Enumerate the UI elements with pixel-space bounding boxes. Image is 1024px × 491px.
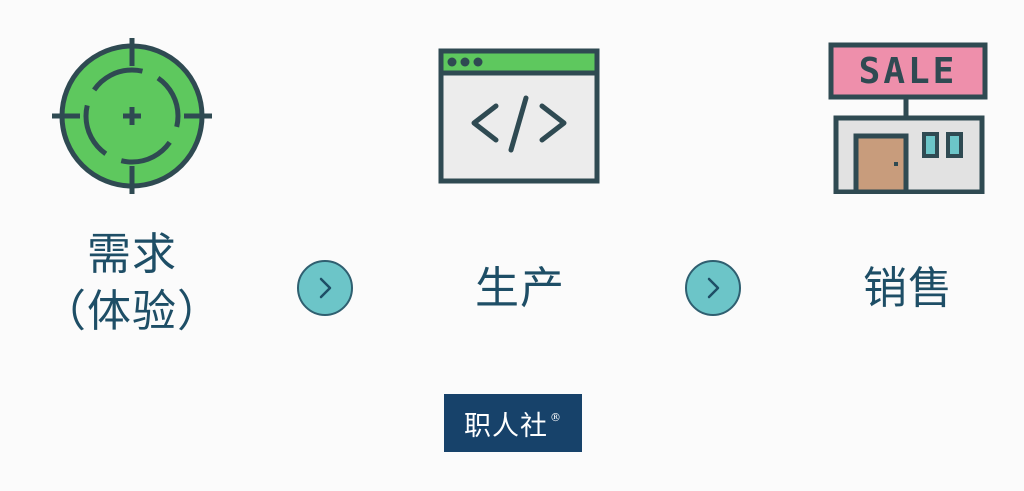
stage-production-title: 生产 — [475, 263, 565, 314]
next-arrow-button-1[interactable] — [297, 260, 353, 316]
stage-production-label: 生产 — [420, 260, 620, 317]
stage-demand-title: 需求 — [87, 229, 177, 280]
registered-mark: ® — [550, 410, 562, 424]
stage-demand-label: 需求 （体验） — [40, 226, 224, 340]
next-arrow-button-2[interactable] — [685, 260, 741, 316]
zhirenshe-logo: 职人社® — [444, 394, 582, 452]
sale-sign-text: SALE — [858, 50, 958, 92]
target-icon — [52, 38, 212, 194]
logo-text: 职人社 — [464, 410, 548, 442]
sale-storefront-icon: SALE — [828, 42, 988, 194]
stage-sales-title: 销售 — [863, 263, 953, 314]
chevron-right-icon — [707, 277, 720, 299]
stage-sales-label: 销售 — [808, 260, 1008, 317]
code-window-icon — [438, 48, 600, 184]
chevron-right-icon — [319, 277, 332, 299]
stage-demand-subtitle: （体验） — [42, 286, 222, 338]
